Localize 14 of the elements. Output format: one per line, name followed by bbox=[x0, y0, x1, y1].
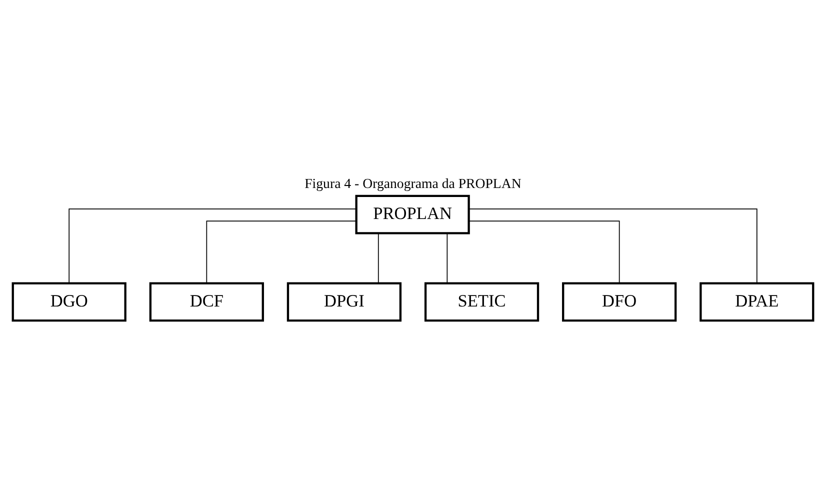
node-box: PROPLAN bbox=[355, 194, 470, 234]
connector bbox=[446, 233, 448, 284]
node-box: DGO bbox=[12, 282, 126, 322]
connector bbox=[206, 220, 357, 284]
diagram-title: Figura 4 - Organograma da PROPLAN bbox=[304, 176, 522, 191]
connector bbox=[68, 208, 357, 284]
node-box: DPGI bbox=[286, 282, 402, 322]
connector bbox=[468, 220, 620, 284]
connector bbox=[378, 233, 379, 284]
node-box: DPAE bbox=[700, 282, 814, 322]
connector bbox=[468, 208, 758, 284]
node-box: DCF bbox=[149, 282, 264, 322]
node-box: SETIC bbox=[424, 282, 540, 322]
node-box: DFO bbox=[562, 282, 677, 322]
